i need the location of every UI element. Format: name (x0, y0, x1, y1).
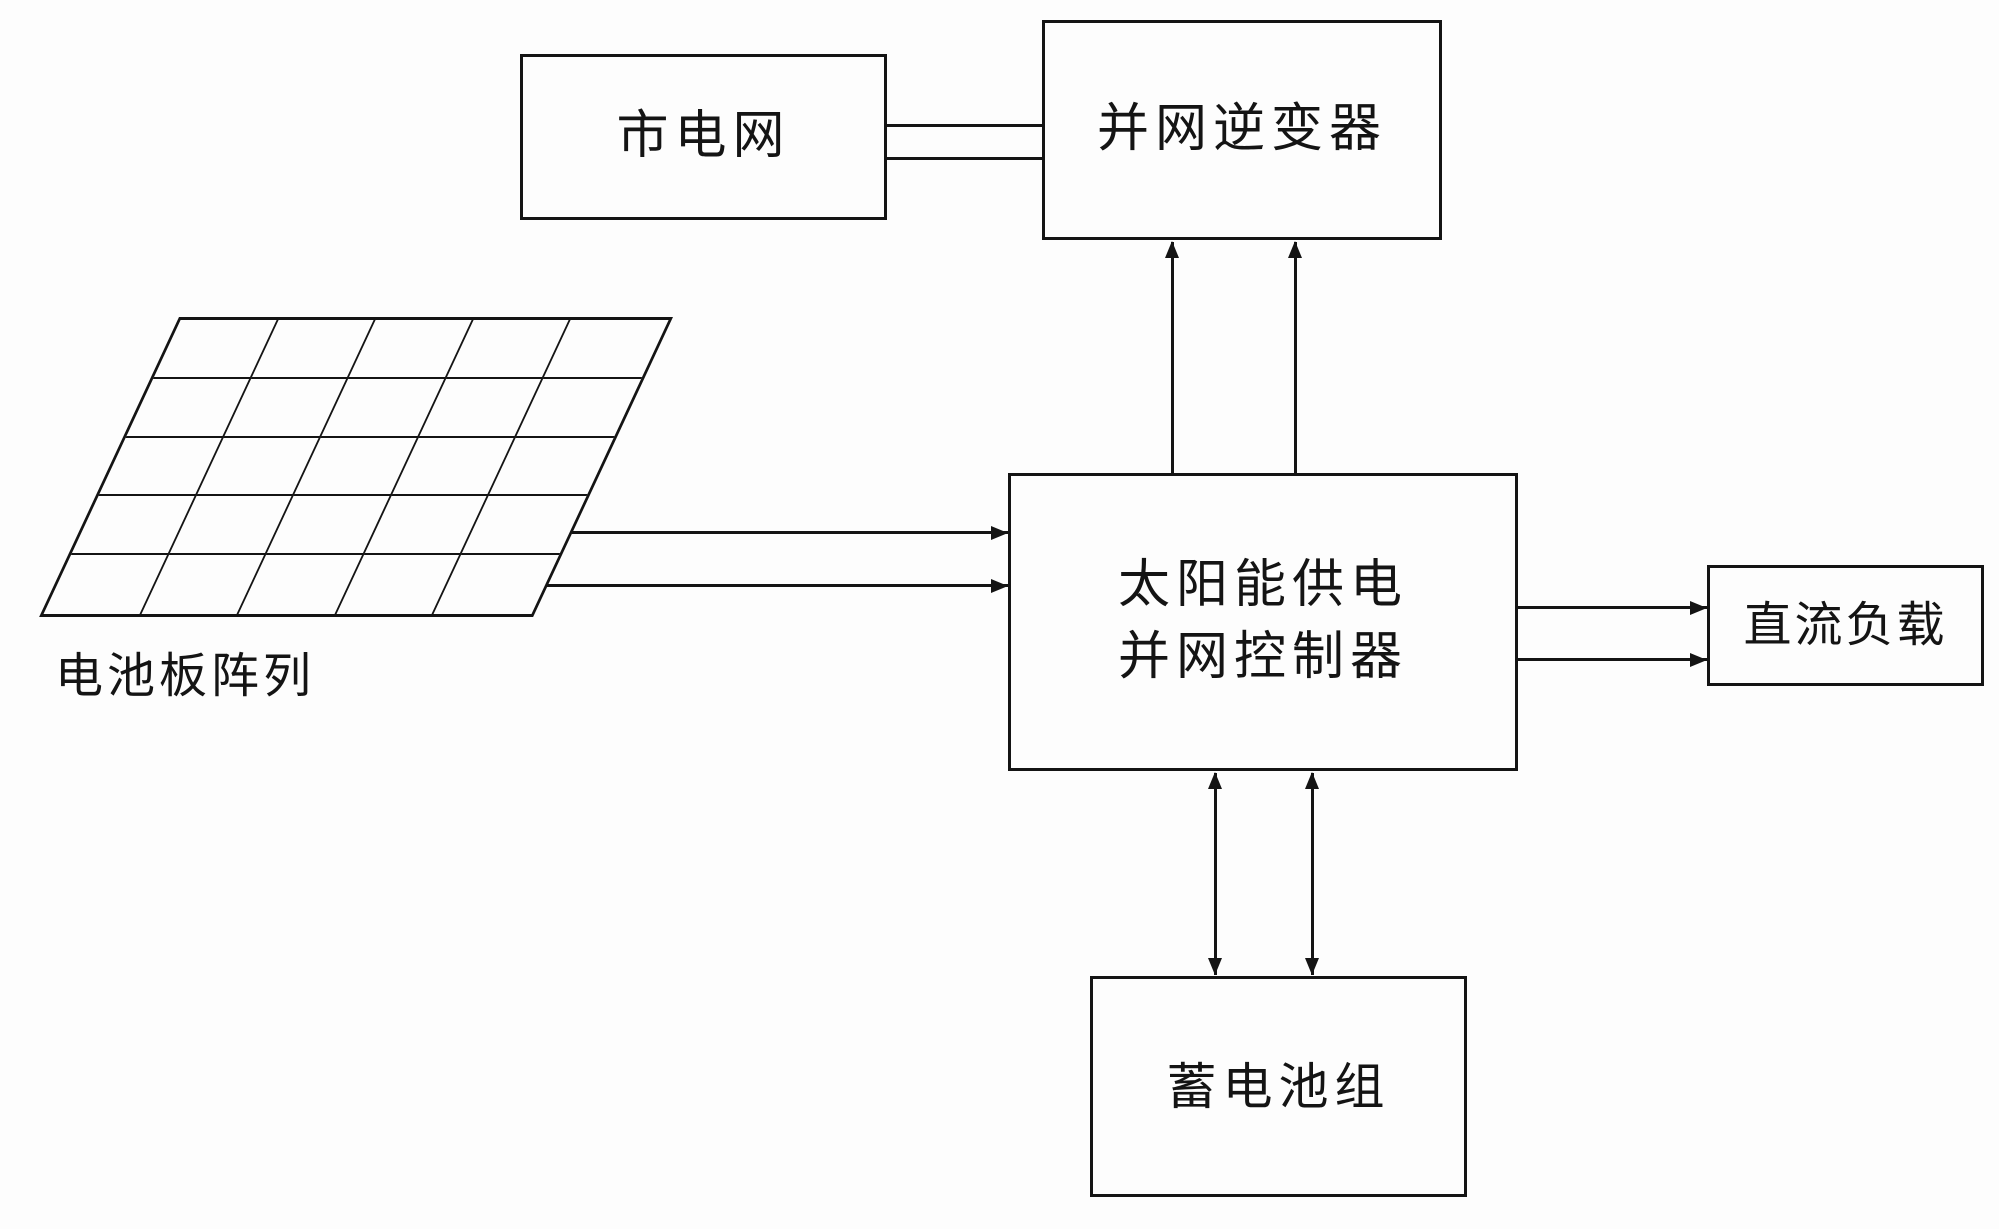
battery-box: 蓄电池组 (1090, 976, 1467, 1197)
arrow-up-icon (1305, 772, 1319, 789)
utility-grid-box: 市电网 (520, 54, 887, 220)
wire-controller-dcload-2 (1518, 658, 1707, 661)
wire-controller-battery-1 (1214, 773, 1217, 975)
arrow-right-icon (1690, 601, 1707, 615)
arrow-up-icon (1288, 241, 1302, 258)
solar-panel-array (39, 317, 673, 617)
wire-controller-dcload-1 (1518, 606, 1707, 609)
controller-label-line1: 太阳能供电 (1117, 557, 1408, 614)
dc-load-label: 直流负载 (1743, 598, 1948, 652)
wire-grid-inverter-2 (887, 157, 1042, 160)
arrow-right-icon (991, 526, 1008, 540)
panel-array-label: 电池板阵列 (55, 650, 316, 703)
arrow-down-icon (1208, 958, 1222, 975)
battery-label: 蓄电池组 (1166, 1058, 1391, 1115)
wire-controller-inverter-2 (1294, 242, 1297, 473)
arrow-right-icon (991, 579, 1008, 593)
dc-load-box: 直流负载 (1707, 565, 1984, 686)
inverter-box: 并网逆变器 (1042, 20, 1442, 240)
arrow-up-icon (1165, 241, 1179, 258)
utility-grid-label: 市电网 (616, 108, 791, 165)
wire-panel-controller-2 (547, 584, 1008, 587)
arrow-right-icon (1690, 653, 1707, 667)
arrow-down-icon (1305, 958, 1319, 975)
wire-controller-battery-2 (1311, 773, 1314, 975)
arrow-up-icon (1208, 772, 1222, 789)
controller-box: 太阳能供电 并网控制器 (1008, 473, 1518, 771)
inverter-label: 并网逆变器 (1096, 101, 1387, 158)
wire-panel-controller-1 (572, 531, 1008, 534)
controller-label-line2: 并网控制器 (1117, 629, 1408, 686)
wire-grid-inverter-1 (887, 124, 1042, 127)
wire-controller-inverter-1 (1171, 242, 1174, 473)
